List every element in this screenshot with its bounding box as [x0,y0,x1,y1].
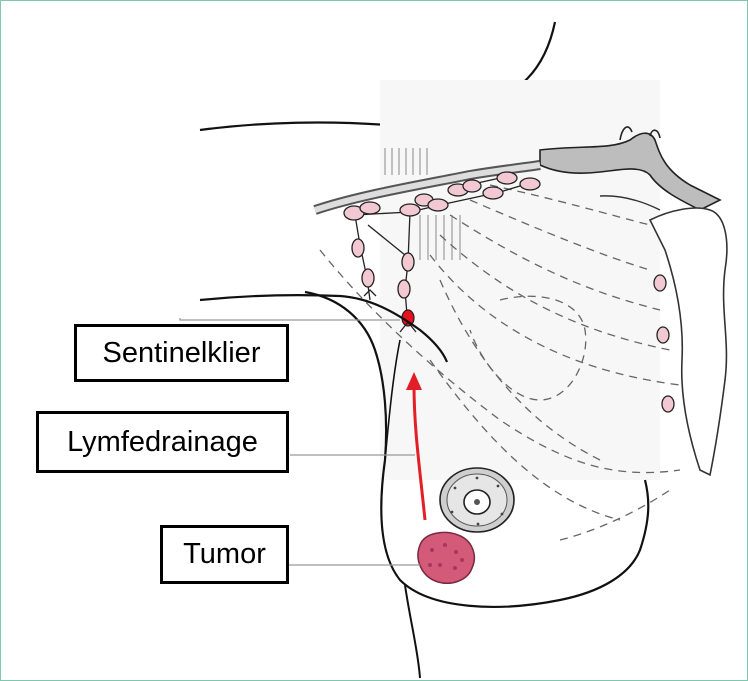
tumor-mass [418,532,474,583]
torso-line [405,585,420,678]
label-lymfedrainage: Lymfedrainage [36,411,289,473]
label-tumor: Tumor [160,525,289,584]
background-tissue [380,80,660,480]
label-sentinelklier: Sentinelklier [74,324,289,382]
